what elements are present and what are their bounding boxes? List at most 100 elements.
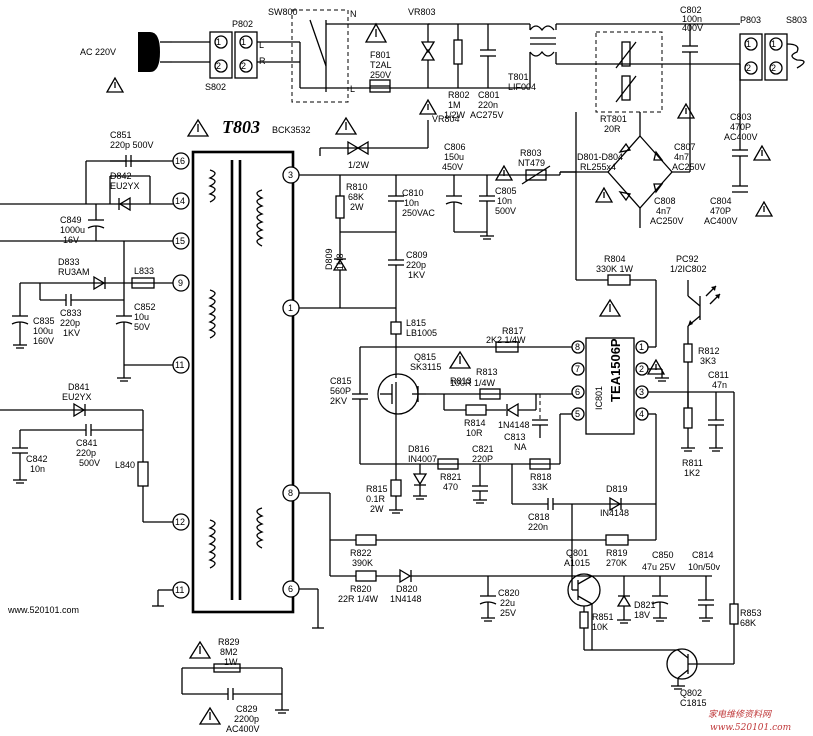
rt801-label: RT801 [600,114,627,124]
warning-icon [198,706,222,725]
c808-rating: AC250V [650,216,684,226]
inductor-l833 [131,277,155,289]
r819-label: R819 [606,548,628,558]
r810-rating: 2W [350,202,364,212]
c804-rating: AC400V [704,216,738,226]
t801-value: LIF004 [508,82,536,92]
c833-label: C833 [60,308,82,318]
c820-value: 22u [500,598,515,608]
p802-label: P802 [232,19,253,29]
diode-label: 1N4148 [498,420,530,430]
pin-8: 8 [288,488,293,498]
warning-icon [186,118,210,137]
r804-label: R804 [604,254,626,264]
r803-label: R803 [520,148,542,158]
warning-icon [752,144,772,161]
r851-value: 10K [592,622,608,632]
c802-rating: 400V [682,23,703,33]
c851-value: 220p 500V [110,140,154,150]
r820-label: R820 [350,584,372,594]
c804-label: C804 [710,196,732,206]
c801-label: C801 [478,90,500,100]
svg-text:1: 1 [216,37,221,47]
resistor-r812 [683,343,693,363]
r821-label: R821 [440,472,462,482]
c803-value: 470P [730,122,751,132]
c807-rating: AC250V [672,162,706,172]
c852-value: 10u [134,312,149,322]
warning-icon [334,116,358,135]
f801-rating: 250V [370,70,391,80]
connector-p803 [739,33,805,81]
c805-label: C805 [495,186,517,196]
ic-pin-2: 2 [639,364,644,374]
d816-value: IN4007 [408,454,437,464]
c850-label: C850 [652,550,674,560]
c813-value: NA [514,442,527,452]
warning-icon [594,186,614,203]
r820-value: 22R 1/4W [338,594,379,604]
ic-pin-1: 1 [639,342,644,352]
ic-ref: IC801 [594,386,604,410]
ground-icon [117,377,131,382]
c833-value: 220p [60,318,80,328]
c806-label: C806 [444,142,466,152]
ic-label: TEA1506P [608,338,623,402]
l815-value: LB1005 [406,328,437,338]
transformer-t801 [529,25,556,57]
r811-label: R811 [682,458,703,468]
c842-label: C842 [26,454,48,464]
c811-value: 47n [712,380,727,390]
s802-label: S802 [205,82,226,92]
resistor-r804 [607,274,631,286]
switch-sw800 [291,9,349,103]
ac-plug [138,32,210,72]
resistor-r802 [453,39,463,65]
watermark-url: www.520101.com [710,723,791,733]
svg-text:2: 2 [746,63,751,73]
r811-value: 1K2 [684,468,700,478]
c849-value: 1000u [60,225,85,235]
c835-rating: 160V [33,336,54,346]
r853-label: R853 [740,608,762,618]
resistor-r817 [495,341,519,353]
pc92-value: 1/2IC802 [670,264,707,274]
ic-pin-8: 8 [575,342,580,352]
r829-label: R829 [218,637,240,647]
pin-1: 1 [288,303,293,313]
c810-rating: 250VAC [402,208,435,218]
r812-label: R812 [698,346,720,356]
c803-rating: AC400V [724,132,758,142]
d821-value: 18V [634,610,650,620]
resistor-r818 [529,458,551,470]
d842-label: D842 [110,171,132,181]
ic-pin-7: 7 [575,364,580,374]
l833-label: L833 [134,266,154,276]
r803-value: NT479 [518,158,545,168]
ground-icon [480,235,494,240]
r829-rating: 1W [224,657,238,667]
pin-n-label: N [350,9,357,19]
pin-11a: 11 [175,360,184,370]
warning-icon [598,298,622,317]
svg-text:2: 2 [771,63,776,73]
c809-label: C809 [406,250,428,260]
r851-label: R851 [592,612,614,622]
r817-value: 2K2 1/4W [486,335,526,345]
r818-value: 33K [532,482,548,492]
r815-value: 0.1R [366,494,386,504]
c810-value: 10n [404,198,419,208]
ground-icon [709,447,723,452]
r822-label: R822 [350,548,372,558]
q815-value: SK3115 [410,362,441,372]
c805-value: 10n [497,196,512,206]
d819-value: IN4148 [600,508,629,518]
resistor-r819 [605,534,629,546]
l815-label: L815 [406,318,426,328]
c815-value: 560P [330,386,351,396]
c841-label: C841 [76,438,98,448]
resistor-r851 [579,611,589,629]
warning-icon [448,350,472,369]
c841-rating: 500V [79,458,100,468]
ic-pin-3: 3 [639,387,644,397]
